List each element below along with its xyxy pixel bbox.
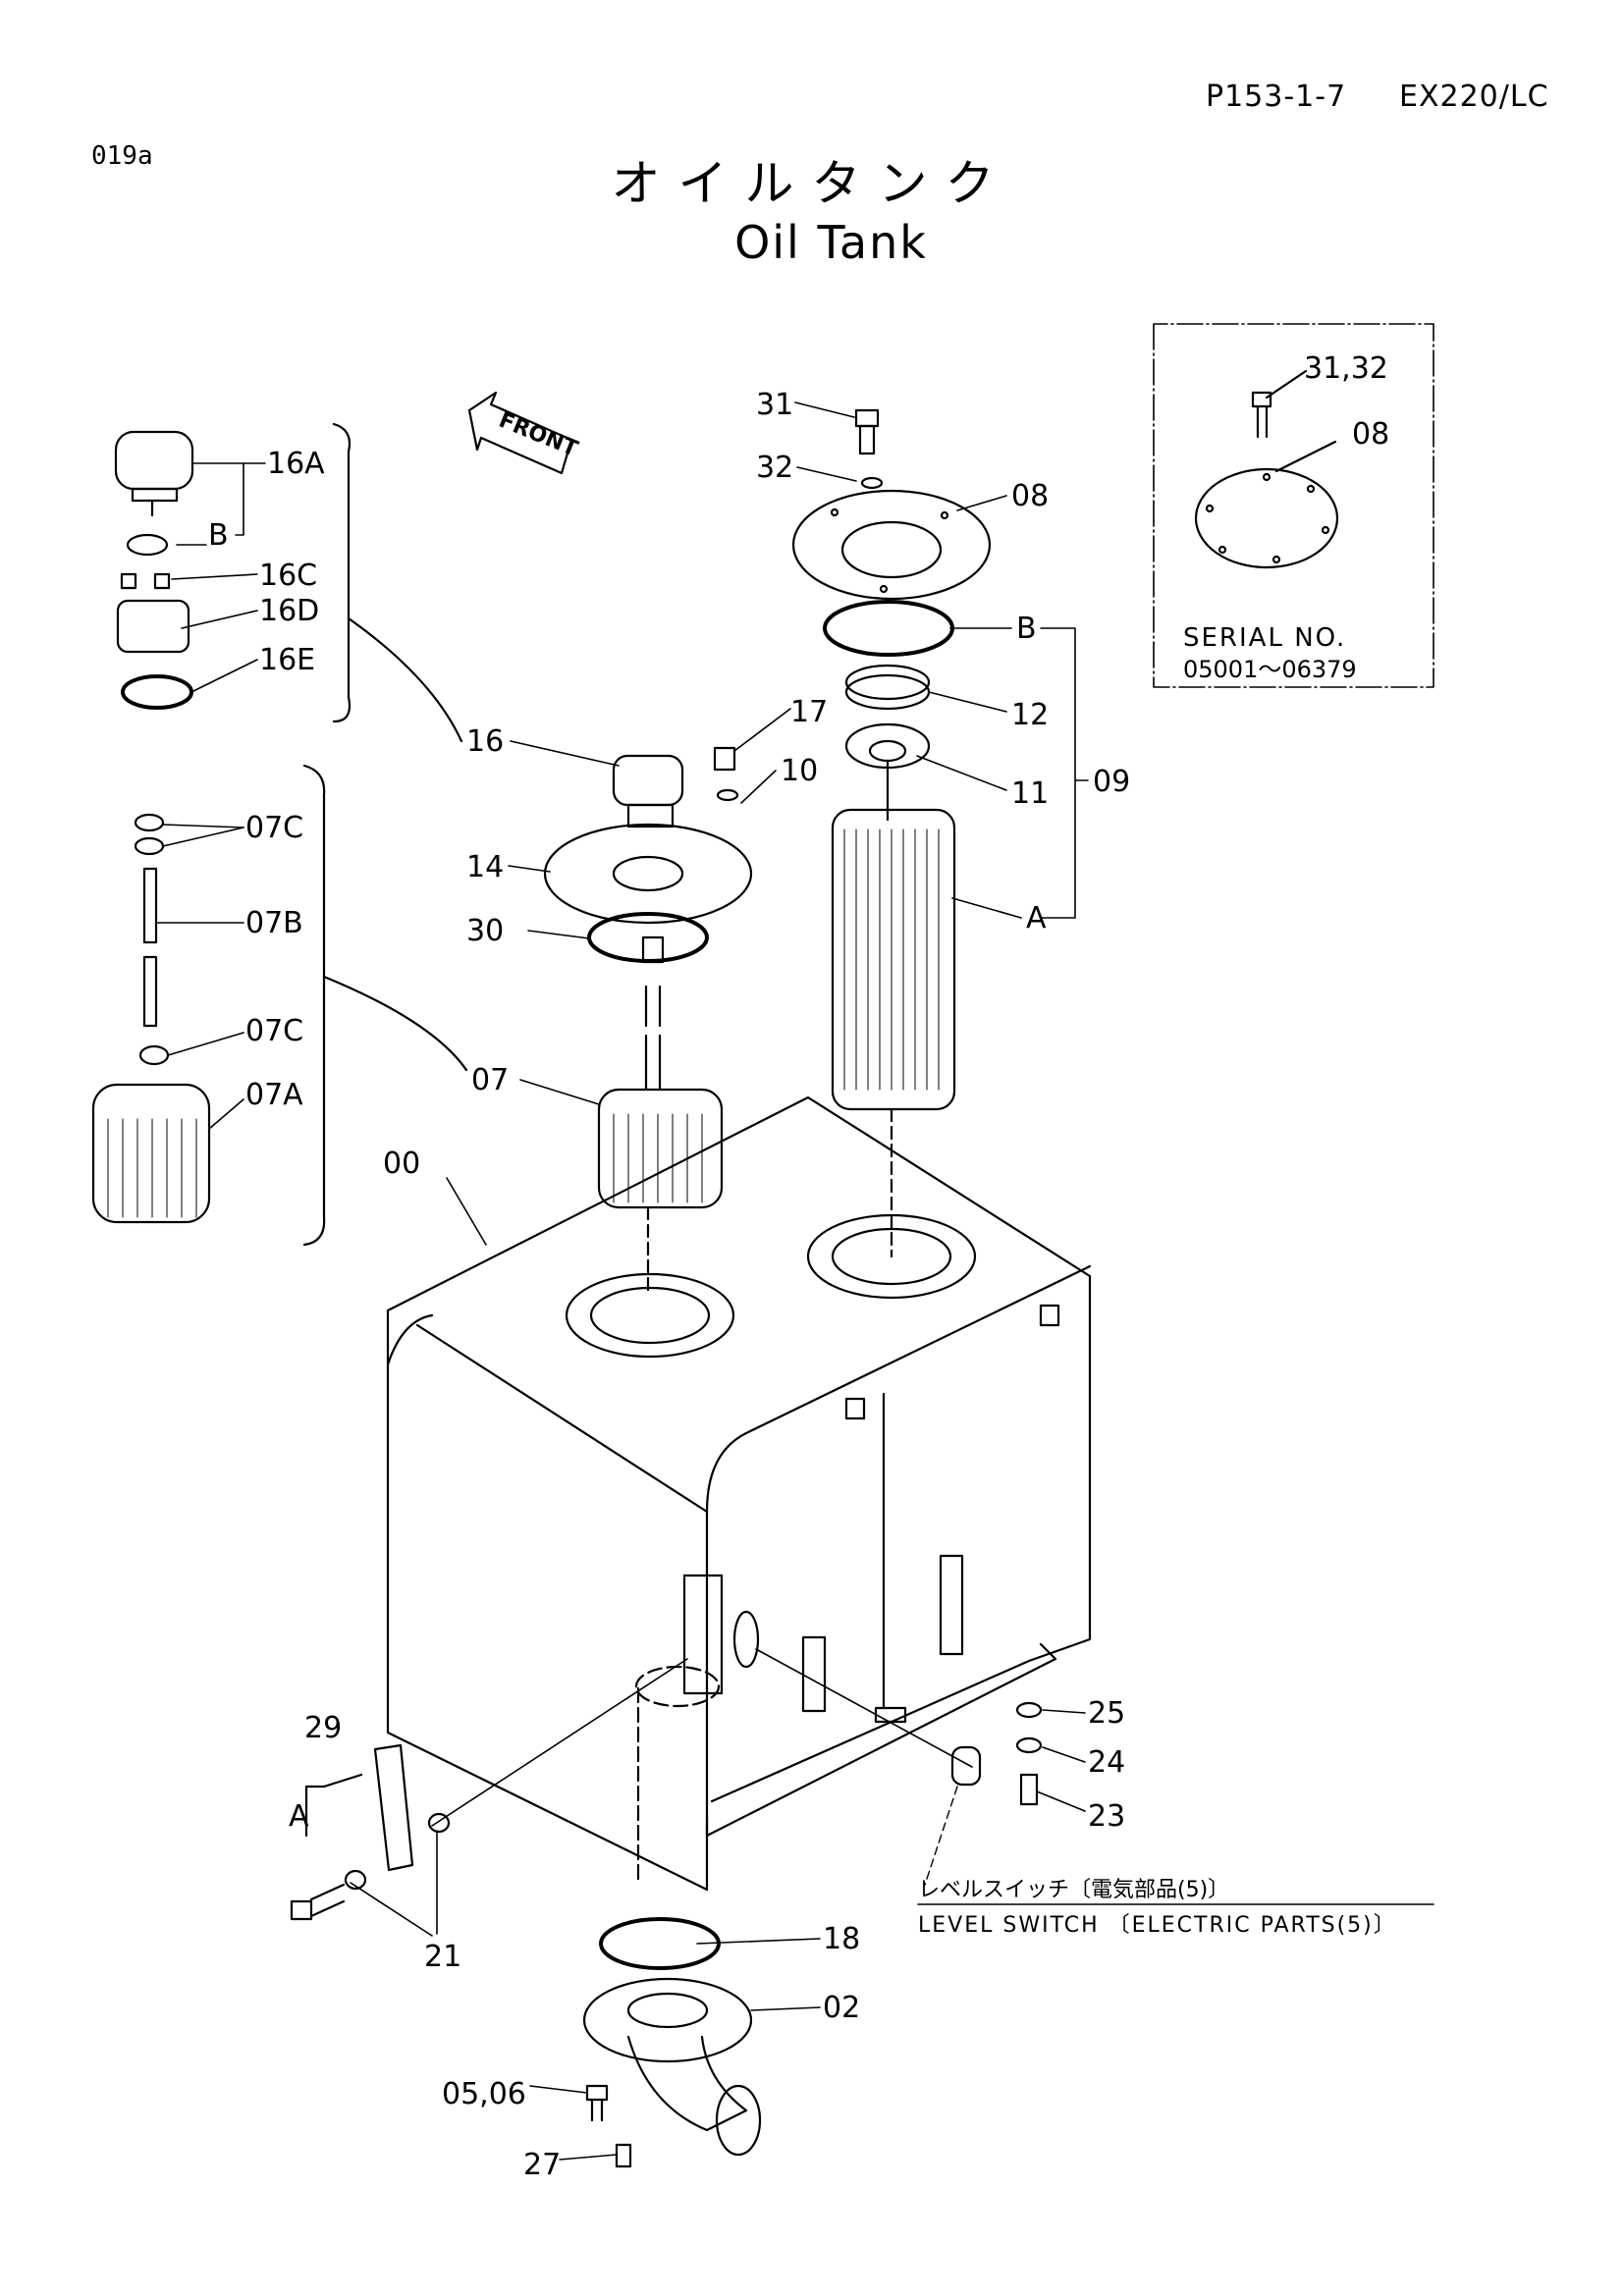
callout-08: 08 (1011, 479, 1049, 513)
callout-16: 16 (466, 724, 504, 759)
callout-17: 17 (790, 695, 828, 729)
inset-label-08: 08 (1352, 417, 1389, 452)
callout-07b: 07B (245, 906, 303, 940)
callout-07: 07 (471, 1063, 509, 1097)
front-arrow-label: FRONT (495, 408, 580, 462)
callout-16e: 16E (259, 643, 315, 677)
callout-07c-bottom: 07C (245, 1014, 303, 1048)
callout-a-upper: A (1026, 901, 1047, 935)
bracket-29-assembly (290, 1743, 451, 1921)
callout-12: 12 (1011, 698, 1049, 732)
cover-plate (791, 489, 992, 601)
title-japanese: オイルタンク (611, 155, 1012, 212)
callout-10: 10 (781, 754, 818, 788)
inset-bolt-head (1251, 391, 1272, 408)
callout-b-lower: B (208, 518, 229, 553)
breather-assembly (543, 746, 753, 1298)
callout-07a: 07A (245, 1078, 303, 1112)
page-reference: P153-1-7 (1206, 80, 1347, 114)
inset-label-31-32: 31,32 (1304, 351, 1388, 386)
strainer-07 (597, 1088, 724, 1209)
front-arrow: FRONT (467, 391, 581, 475)
serial-range: 05001～06379 (1183, 656, 1357, 683)
callout-24: 24 (1088, 1745, 1125, 1780)
callout-29: 29 (304, 1711, 342, 1745)
breather-breakdown (114, 422, 352, 723)
callout-16c: 16C (259, 559, 317, 593)
strainer-breakdown (91, 764, 326, 1247)
model-number: EX220/LC (1399, 80, 1549, 114)
callout-16d: 16D (259, 594, 319, 628)
callout-labels: 31 32 08 B 12 11 09 A 17 10 16 14 30 07 … (208, 388, 1130, 2182)
callout-32: 32 (756, 451, 793, 485)
level-switch-label-ja: レベルスイッチ〔電気部品(5)〕 (918, 1878, 1229, 1902)
o-ring-b (823, 600, 954, 657)
callout-31: 31 (756, 388, 793, 422)
title-english: Oil Tank (734, 216, 928, 269)
level-switch-label-en: LEVEL SWITCH 〔ELECTRIC PARTS(5)〕 (918, 1913, 1397, 1938)
filter-element (831, 808, 956, 1111)
callout-07c-top: 07C (245, 811, 303, 845)
filter-pleats (843, 828, 940, 1091)
callout-16a: 16A (267, 447, 325, 481)
callout-b-upper: B (1016, 612, 1037, 646)
callout-18: 18 (823, 1922, 860, 1956)
callout-00: 00 (383, 1147, 420, 1181)
filter-cover-assembly (791, 408, 992, 1258)
serial-inset: 31,32 08 SERIAL NO. 05001～06379 (1153, 323, 1434, 688)
callout-02: 02 (823, 1991, 860, 2025)
serial-label: SERIAL NO. (1183, 623, 1346, 653)
inset-cover-plate (1194, 467, 1339, 569)
callout-a-lower: A (289, 1799, 309, 1834)
callout-11: 11 (1011, 776, 1049, 811)
suction-elbow (582, 1917, 762, 2168)
oil-tank-body (386, 1095, 1092, 1892)
leader-lines (156, 401, 1089, 2161)
callout-14: 14 (466, 850, 504, 884)
callout-30: 30 (466, 914, 504, 948)
callout-25: 25 (1088, 1696, 1125, 1731)
callout-23: 23 (1088, 1799, 1125, 1834)
level-switch: レベルスイッチ〔電気部品(5)〕 LEVEL SWITCH 〔ELECTRIC … (917, 1701, 1434, 1938)
callout-21: 21 (424, 1940, 461, 1974)
callout-05-06: 05,06 (442, 2077, 526, 2111)
callout-09: 09 (1093, 765, 1130, 799)
callout-27: 27 (523, 2148, 561, 2182)
breather-flange (543, 823, 753, 925)
page-code: 019a (91, 141, 153, 171)
